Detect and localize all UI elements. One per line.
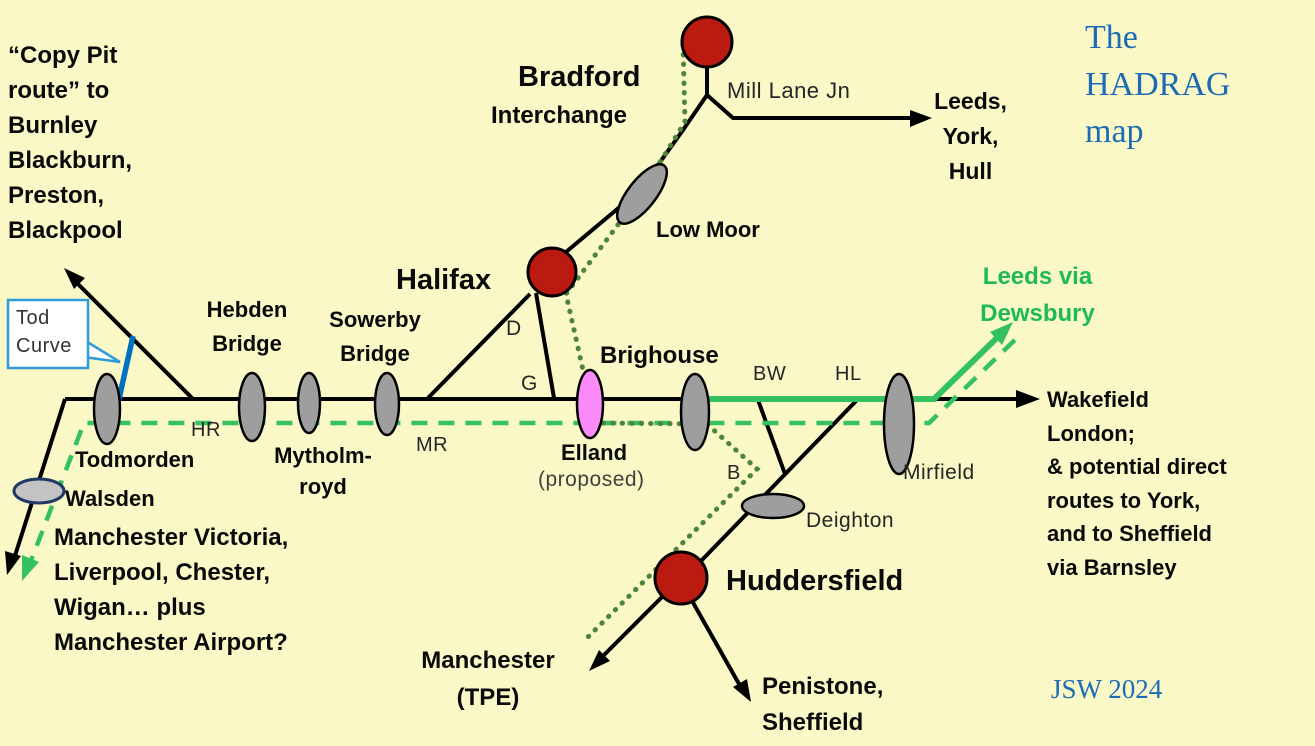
- mytholmroyd-station-marker: [296, 371, 322, 435]
- leeds-york-hull-destination: Leeds, York, Hull: [934, 88, 1007, 184]
- mytholmroyd-label: Mytholm- royd: [274, 443, 372, 499]
- hall-royd-junction-label: HR: [191, 419, 221, 441]
- milner-royd-junction-label: MR: [416, 434, 449, 456]
- mill-lane-junction-label: Mill Lane Jn: [727, 78, 851, 103]
- mirfield-label: Mirfield: [903, 461, 975, 484]
- low-moor-station-marker: [615, 163, 669, 225]
- mirfield-station-marker: [882, 372, 916, 476]
- manchester-tpe-arrowhead: [589, 650, 610, 671]
- credit-text: JSW 2024: [1051, 674, 1163, 704]
- huddersfield-manchester-line: [595, 595, 664, 664]
- halifax-label: Halifax: [396, 264, 492, 296]
- manchester-line-arrowhead: [5, 551, 21, 575]
- bradford-halifax-line: [564, 67, 709, 254]
- leeds-via-dewsbury-route: [707, 328, 1007, 402]
- huddersfield-marker: [653, 550, 709, 606]
- wakefield-london-note: Wakefield London; & potential direct rou…: [1047, 387, 1227, 580]
- green-dashed-route: [24, 333, 1022, 572]
- heaton-lodge-junction-label: HL: [835, 363, 862, 385]
- mill-lane-leeds-line: [705, 93, 918, 120]
- tod-curve-line: [116, 335, 136, 400]
- bradford-label: Bradford: [518, 61, 641, 93]
- low-moor-label: Low Moor: [656, 217, 760, 242]
- brighouse-station-marker: [679, 372, 711, 452]
- sowerby-bridge-station-marker: [373, 371, 401, 437]
- copy-pit-arrowhead: [64, 268, 85, 289]
- deighton-label: Deighton: [806, 509, 895, 532]
- halifax-west-chord: [426, 292, 532, 400]
- todmorden-station-marker: [92, 372, 122, 446]
- green-dashed-arrowhead: [22, 555, 39, 581]
- tod-curve-callout-tail: [82, 337, 121, 364]
- manchester-tpe-destination: Manchester (TPE): [421, 647, 555, 711]
- bradley-wood-chord: [756, 399, 787, 475]
- manchester-victoria-note: Manchester Victoria, Liverpool, Chester,…: [54, 524, 289, 656]
- halifax-south-chord: [534, 292, 556, 399]
- elland-proposed-station-marker: [575, 368, 605, 440]
- bradford-interchange-sublabel: Interchange: [491, 102, 628, 129]
- tod-curve-callout-label: Tod Curve: [16, 307, 72, 357]
- elland-proposed-sublabel: (proposed): [538, 468, 645, 491]
- dryclough-junction-label: D: [506, 317, 522, 340]
- penistone-arrowhead: [733, 679, 751, 702]
- penistone-sheffield-destination: Penistone, Sheffield: [762, 673, 884, 736]
- elland-label: Elland: [561, 440, 628, 465]
- leeds-via-dewsbury-arrowhead: [990, 322, 1013, 345]
- wakefield-arrowhead: [1016, 390, 1040, 408]
- leeds-via-dewsbury-destination: Leeds via Dewsbury: [980, 263, 1095, 327]
- walsden-station-marker: [12, 477, 66, 505]
- copy-pit-route-note: “Copy Pit route” to Burnley Blackburn, P…: [8, 42, 133, 244]
- walsden-label: Walsden: [65, 486, 155, 511]
- halifax-marker: [526, 246, 578, 298]
- tod-curve-callout-box: [6, 298, 90, 370]
- deighton-station-marker: [740, 492, 806, 520]
- hebden-bridge-label: Hebden Bridge: [206, 297, 288, 356]
- greetland-junction-label: G: [521, 372, 538, 395]
- sowerby-bridge-label: Sowerby Bridge: [329, 307, 421, 366]
- hebden-bridge-station-marker: [237, 371, 267, 443]
- brighouse-label: Brighouse: [600, 342, 719, 369]
- bradley-wood-junction-label: BW: [753, 363, 787, 385]
- bradford-interchange-marker: [680, 15, 734, 69]
- todmorden-label: Todmorden: [75, 447, 195, 472]
- heaton-lodge-huddersfield-line: [699, 398, 859, 563]
- leeds-arrowhead: [910, 110, 932, 127]
- huddersfield-label: Huddersfield: [726, 565, 904, 597]
- penistone-line: [689, 598, 745, 692]
- map-title: The HADRAG map: [1085, 19, 1231, 150]
- bradley-junction-label: B: [727, 462, 741, 484]
